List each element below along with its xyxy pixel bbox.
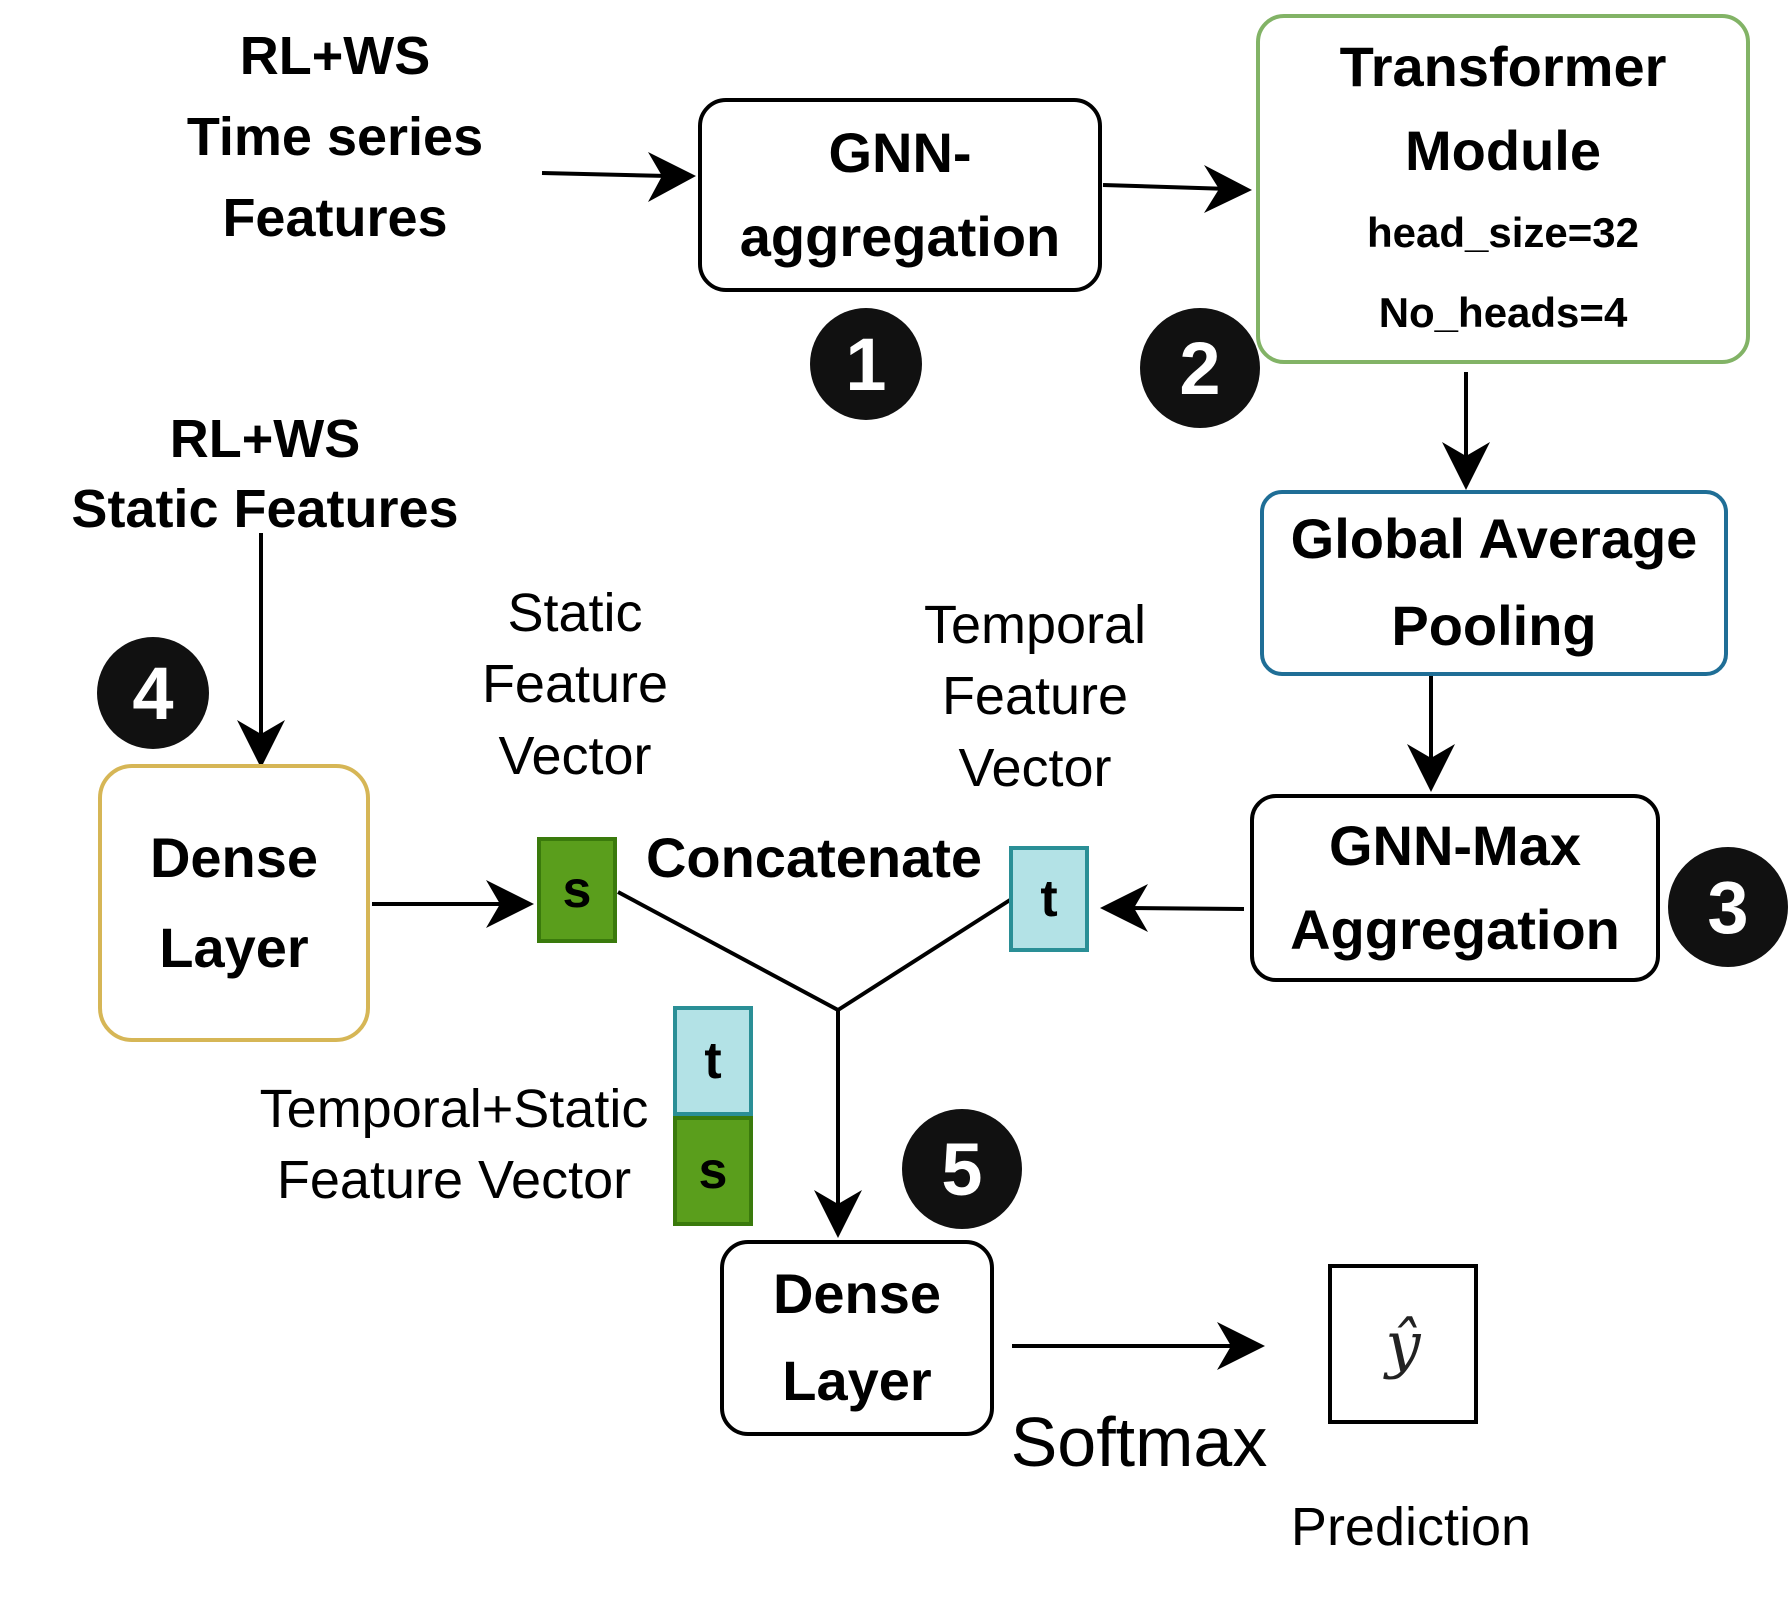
- combined-feature-vector-label: Temporal+Static Feature Vector: [259, 1079, 649, 1211]
- concat-line-t: [836, 898, 1012, 1012]
- combined-vector-s: s: [673, 1116, 753, 1226]
- static-input-label: RL+WS Static Features: [71, 409, 459, 540]
- concatenate-label: Concatenate: [645, 826, 983, 889]
- global-average-pooling-box: Global Average Pooling: [1260, 490, 1728, 676]
- arrowhead-gnnmax-to-t: [1100, 884, 1148, 932]
- step-badge-2: 2: [1140, 308, 1260, 428]
- arrowhead-pooling-to-gnnmax: [1407, 744, 1455, 792]
- arrowhead-dense-to-s: [486, 880, 534, 928]
- dense-layer-final-box: Dense Layer: [720, 1240, 994, 1436]
- arrowhead-gnn-to-transformer: [1204, 165, 1252, 213]
- prediction-label: Prediction: [1290, 1497, 1532, 1557]
- combined-vector-t: t: [673, 1006, 753, 1116]
- arrowhead-transformer-to-pooling: [1442, 442, 1490, 490]
- dense-layer-static-box: Dense Layer: [98, 764, 370, 1042]
- concat-line-s: [617, 890, 839, 1012]
- arrowhead-dense-to-prediction: [1217, 1322, 1265, 1370]
- arrow-input-to-gnn: [541, 171, 669, 178]
- arrow-gnnmax-to-t: [1127, 906, 1245, 911]
- gnn-max-aggregation-box: GNN-Max Aggregation: [1250, 794, 1660, 982]
- step-badge-1: 1: [810, 308, 922, 420]
- prediction-y-hat: ŷ: [1385, 1307, 1421, 1381]
- step-badge-4: 4: [97, 637, 209, 749]
- softmax-label: Softmax: [1010, 1403, 1268, 1481]
- arrow-gnn-to-transformer: [1102, 183, 1231, 191]
- step-badge-5: 5: [902, 1109, 1022, 1229]
- arrowhead-concat-to-dense: [814, 1190, 862, 1238]
- gnn-aggregation-box: GNN- aggregation: [698, 98, 1102, 292]
- transformer-no-heads: No_heads=4: [1378, 289, 1628, 336]
- static-feature-vector-label: Static Feature Vector: [481, 583, 669, 786]
- static-vector-s: s: [537, 837, 617, 943]
- transformer-title: Transformer Module: [1339, 35, 1667, 183]
- time-series-input-label: RL+WS Time series Features: [186, 26, 484, 248]
- prediction-output-box: ŷ: [1328, 1264, 1478, 1424]
- temporal-feature-vector-label: Temporal Feature Vector: [923, 595, 1147, 798]
- arrowhead-static-to-dense: [237, 720, 285, 768]
- temporal-vector-t: t: [1009, 846, 1089, 952]
- transformer-head-size: head_size=32: [1366, 209, 1639, 257]
- transformer-module-box: Transformer Module head_size=32 No_heads…: [1256, 14, 1750, 364]
- arrowhead-input-to-gnn: [648, 152, 696, 202]
- step-badge-3: 3: [1668, 847, 1788, 967]
